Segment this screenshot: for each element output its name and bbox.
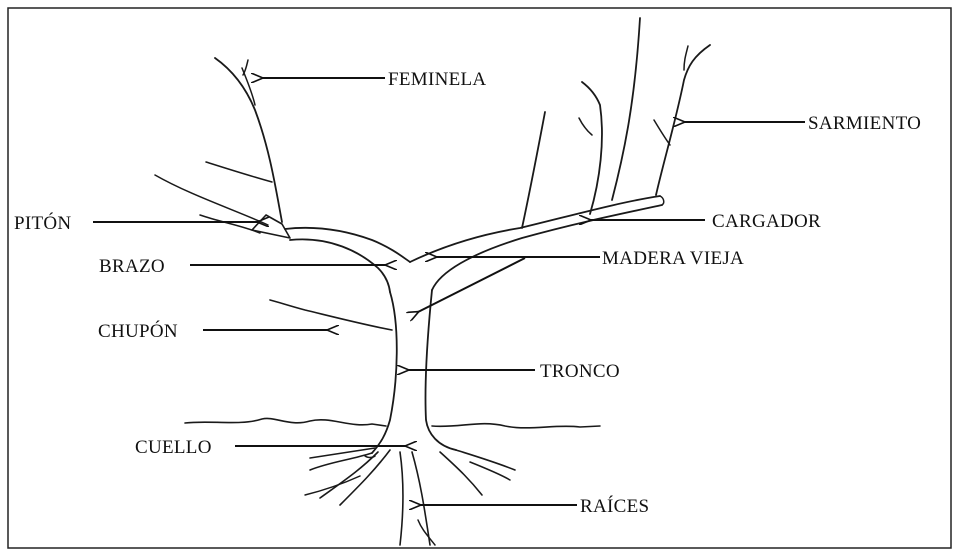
label-tronco: TRONCO: [540, 361, 620, 382]
right-arm-cargador: [410, 196, 664, 290]
piton-spur: [252, 215, 290, 238]
label-raices: RAÍCES: [580, 495, 649, 517]
label-feminela: FEMINELA: [388, 69, 486, 90]
roots: [305, 448, 515, 545]
label-sarmiento: SARMIENTO: [808, 113, 921, 134]
label-piton: PITÓN: [14, 212, 71, 234]
trunk: [372, 290, 456, 453]
labels: FEMINELA SARMIENTO PITÓN CARGADOR BRAZO …: [14, 69, 921, 517]
right-shoots-sarmiento: [522, 18, 710, 228]
label-cargador: CARGADOR: [712, 211, 821, 232]
label-brazo: BRAZO: [99, 256, 165, 277]
label-chupon: CHUPÓN: [98, 320, 178, 342]
left-arm: [285, 228, 410, 292]
label-madera-vieja: MADERA VIEJA: [602, 248, 744, 269]
label-cuello: CUELLO: [135, 437, 212, 458]
left-shoot-feminela: [155, 58, 282, 233]
ground-line: [185, 418, 600, 427]
chupon-shoot: [270, 300, 392, 330]
